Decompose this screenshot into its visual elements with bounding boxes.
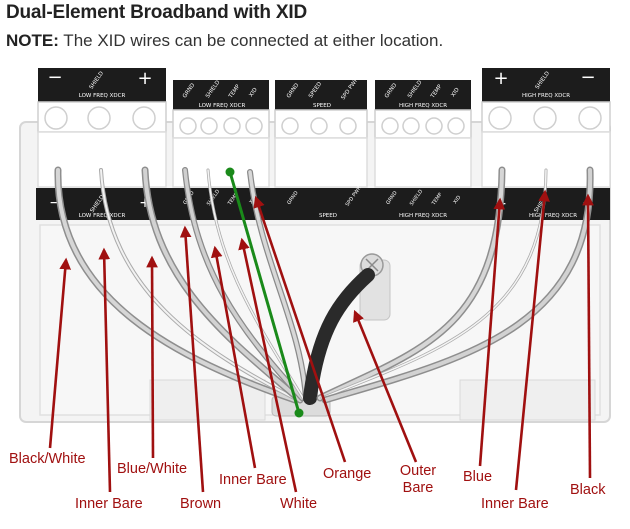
arrow-outer-bare bbox=[353, 309, 418, 463]
label-outer-bare-line2: Bare bbox=[402, 480, 434, 496]
arrow-blue bbox=[478, 197, 506, 467]
plus-sign: + bbox=[139, 195, 151, 211]
arrow-orange bbox=[253, 195, 347, 463]
minus-sign: − bbox=[47, 67, 62, 88]
strip-caption-low: LOW FREQ XDCR bbox=[79, 213, 126, 219]
label-blue: Blue bbox=[463, 469, 493, 485]
label-brown: Brown bbox=[180, 496, 222, 512]
top-block-speed: GRND SPEED SPD PWR SPEED bbox=[275, 77, 367, 110]
page-title: Dual-Element Broadband with XID bbox=[6, 2, 307, 23]
label-black-white: Black/White bbox=[9, 451, 86, 467]
arrow-black-white bbox=[48, 257, 72, 449]
minus-sign: − bbox=[580, 67, 595, 88]
note-text: NOTE: The XID wires can be connected at … bbox=[6, 31, 443, 51]
top-block-xid-low: GRND SHIELD TEMP XID LOW FREQ XDCR bbox=[173, 80, 269, 110]
arrow-brown bbox=[179, 225, 205, 493]
minus-sign: − bbox=[49, 195, 61, 211]
note-body: The XID wires can be connected at either… bbox=[58, 31, 444, 50]
block-caption: LOW FREQ XDCR bbox=[199, 103, 246, 109]
label-inner-bare-3: Inner Bare bbox=[481, 496, 549, 512]
block-caption: HIGH FREQ XDCR bbox=[399, 103, 447, 109]
label-inner-bare-2: Inner Bare bbox=[219, 472, 287, 488]
label-white: White bbox=[280, 496, 318, 512]
note-prefix: NOTE: bbox=[6, 31, 59, 50]
pin-xid: XID bbox=[452, 195, 462, 206]
label-inner-bare-1: Inner Bare bbox=[75, 496, 143, 512]
arrow-blue-white bbox=[146, 255, 158, 459]
arrow-inner-bare-3 bbox=[514, 189, 550, 491]
arrow-black bbox=[582, 193, 594, 479]
label-orange: Orange bbox=[323, 466, 372, 482]
block-caption: LOW FREQ XDCR bbox=[79, 93, 126, 99]
block-caption: SPEED bbox=[313, 103, 331, 109]
label-outer-bare-line1: Outer bbox=[399, 463, 437, 479]
terminal-screws bbox=[37, 101, 611, 188]
arrow-inner-bare-1 bbox=[98, 247, 112, 493]
plus-sign: + bbox=[493, 68, 508, 89]
pin-xid: XID bbox=[450, 87, 460, 98]
plus-sign: + bbox=[137, 68, 152, 89]
xid-connection-line bbox=[225, 167, 304, 418]
arrow-white bbox=[238, 237, 298, 493]
top-block-xid-high: GRND SHIELD TEMP XID HIGH FREQ XDCR bbox=[375, 80, 471, 110]
lower-label-strip: − SHIELD + LOW FREQ XDCR GRND SHIELD TEM… bbox=[36, 185, 610, 220]
label-blue-white: Blue/White bbox=[117, 461, 188, 477]
top-block-low-freq: − SHIELD + LOW FREQ XDCR bbox=[38, 67, 166, 102]
label-black: Black bbox=[570, 482, 606, 498]
arrow-inner-bare-2 bbox=[210, 245, 257, 469]
callout-arrows bbox=[48, 189, 594, 493]
top-block-high-freq: + SHIELD − HIGH FREQ XDCR bbox=[482, 67, 610, 102]
strip-caption-speed: SPEED bbox=[319, 213, 337, 219]
strip-caption-high: HIGH FREQ XDCR bbox=[529, 213, 577, 219]
pin-xid: XID bbox=[248, 87, 258, 98]
strip-caption-xid-high: HIGH FREQ XDCR bbox=[399, 213, 447, 219]
block-caption: HIGH FREQ XDCR bbox=[522, 93, 570, 99]
